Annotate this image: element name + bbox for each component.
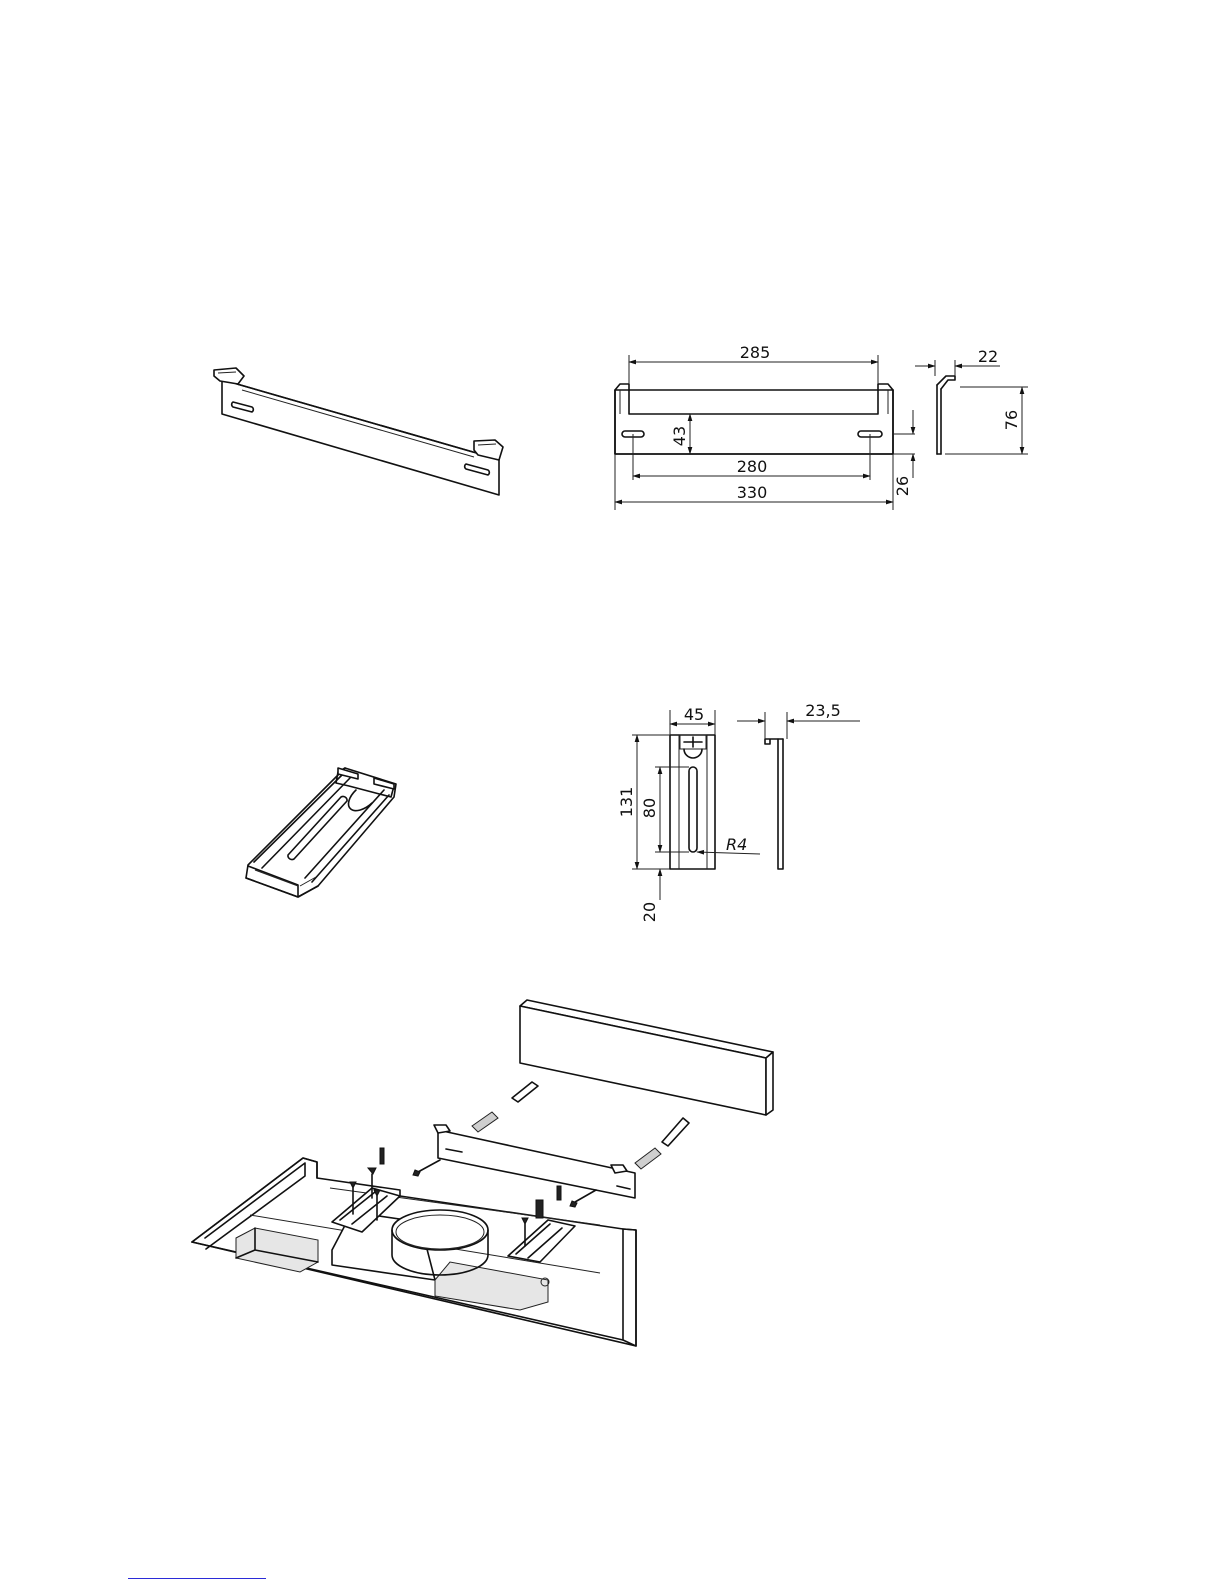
dim-22-label: 22 bbox=[978, 347, 998, 366]
dim-280-label: 280 bbox=[737, 457, 768, 476]
dim-23-5-label: 23,5 bbox=[805, 701, 841, 720]
back-bracket-front-view: 285 43 280 330 26 bbox=[615, 343, 915, 510]
side-bracket-isometric bbox=[246, 768, 396, 897]
dim-80-label: 80 bbox=[640, 798, 659, 818]
side-bracket-front-view: 45 131 80 R4 20 bbox=[617, 705, 760, 922]
dim-43-label: 43 bbox=[670, 426, 689, 446]
dim-20-label: 20 bbox=[640, 902, 659, 922]
dim-131-label: 131 bbox=[617, 787, 636, 818]
assembly-exploded-view bbox=[192, 1000, 773, 1346]
back-bracket-side-profile: 22 76 bbox=[915, 347, 1028, 454]
footer-link-underline bbox=[128, 1578, 266, 1579]
dim-r4-label: R4 bbox=[726, 835, 747, 854]
dim-76-label: 76 bbox=[1002, 410, 1021, 430]
dim-285-label: 285 bbox=[740, 343, 771, 362]
dim-26-label: 26 bbox=[893, 476, 912, 496]
dim-330-label: 330 bbox=[737, 483, 768, 502]
side-bracket-side-profile: 23,5 bbox=[737, 701, 860, 869]
back-bracket-isometric bbox=[214, 368, 503, 495]
dim-45-label: 45 bbox=[684, 705, 704, 724]
